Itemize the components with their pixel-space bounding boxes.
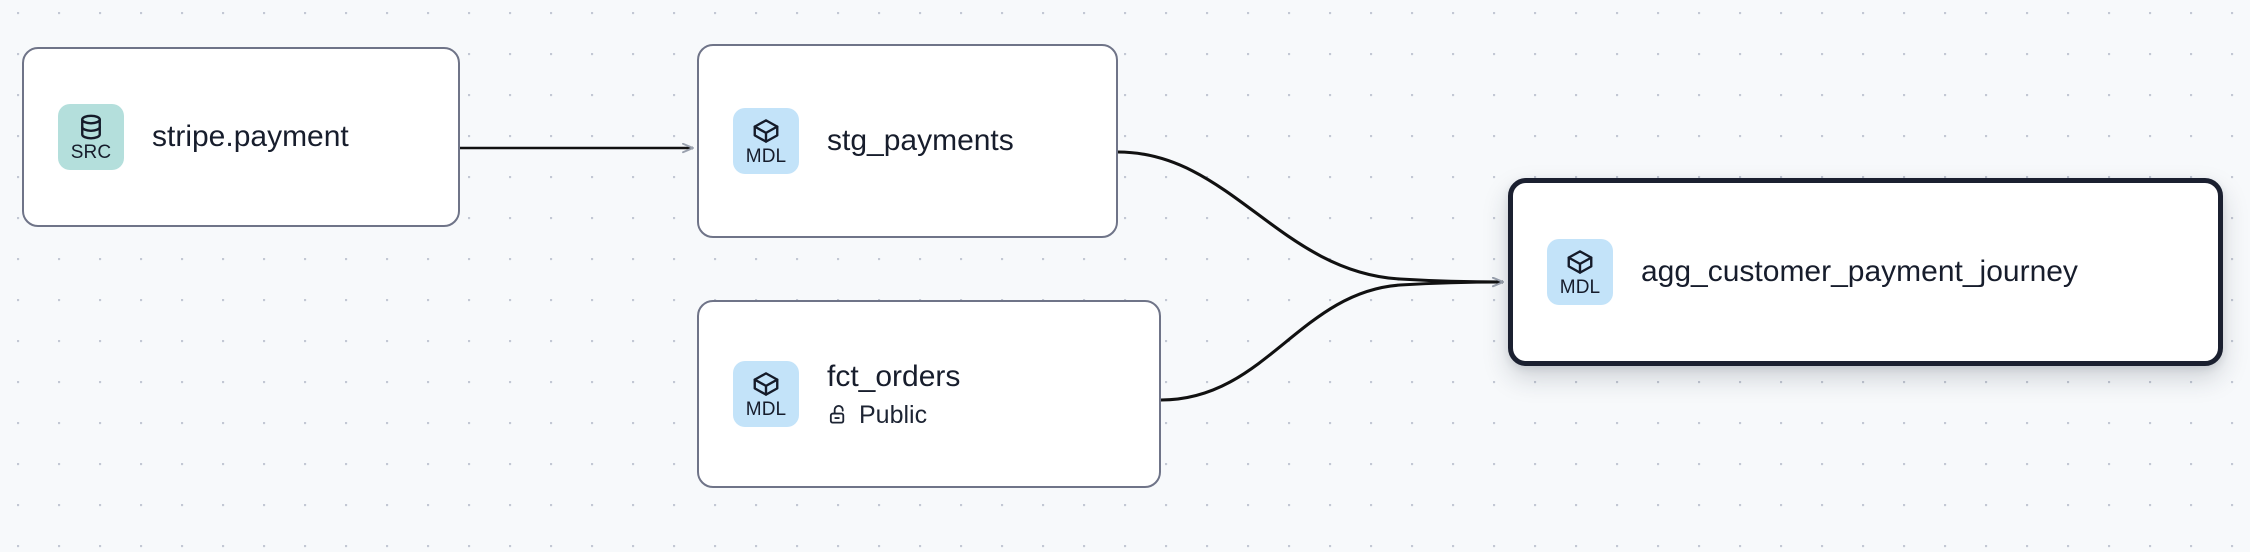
node-type-badge-label: MDL — [745, 399, 787, 420]
node-title: stg_payments — [827, 124, 1014, 157]
node-type-badge-label: SRC — [70, 142, 112, 163]
lineage-node-stripe-payment[interactable]: SRC stripe.payment — [22, 47, 460, 227]
node-body: stripe.payment — [152, 120, 349, 154]
unlock-icon — [827, 403, 850, 426]
cube-icon — [1565, 247, 1595, 277]
lineage-node-stg-payments[interactable]: MDL stg_payments — [697, 44, 1118, 238]
node-type-badge-src: SRC — [58, 104, 124, 170]
node-title: agg_customer_payment_journey — [1641, 255, 2078, 288]
node-title: stripe.payment — [152, 120, 349, 153]
cube-icon — [751, 369, 781, 399]
node-type-badge-mdl: MDL — [733, 361, 799, 427]
lineage-node-fct-orders[interactable]: MDL fct_orders Public — [697, 300, 1161, 488]
node-body: fct_orders Public — [827, 360, 960, 429]
edge-stg-to-agg — [1117, 150, 1504, 288]
node-title: fct_orders — [827, 359, 961, 393]
cube-icon — [751, 116, 781, 146]
node-body: stg_payments — [827, 124, 1014, 158]
edge-fct-to-agg — [1160, 276, 1504, 402]
node-type-badge-label: MDL — [1559, 277, 1601, 298]
node-type-badge-mdl: MDL — [1547, 239, 1613, 305]
lineage-node-agg-customer-payment-journey[interactable]: MDL agg_customer_payment_journey — [1508, 178, 2223, 366]
node-type-badge-label: MDL — [745, 146, 787, 167]
node-visibility-label: Public — [859, 400, 928, 429]
node-visibility: Public — [827, 401, 960, 429]
database-icon — [76, 112, 106, 142]
node-type-badge-mdl: MDL — [733, 108, 799, 174]
node-body: agg_customer_payment_journey — [1641, 255, 2078, 289]
